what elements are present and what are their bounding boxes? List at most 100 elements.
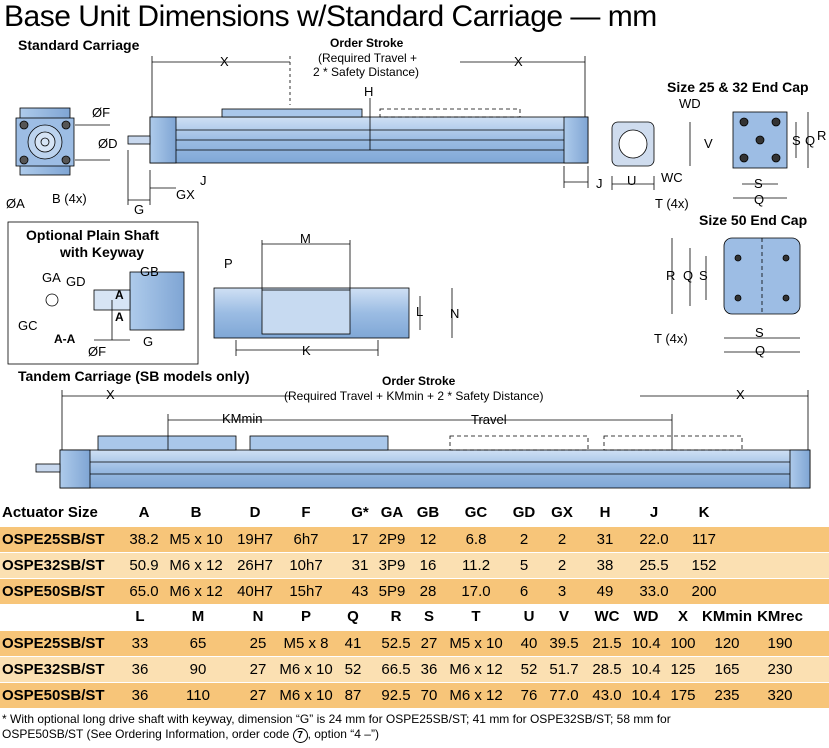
table1-cell: 2 (557, 531, 567, 548)
technical-drawing (7, 56, 811, 489)
table2-row: OSPE25SB/ST 33 65 25 M5 x 8 41 52.5 27 M… (0, 631, 829, 656)
table1-cell: 12 (419, 531, 437, 548)
table2-cell: 190 (767, 635, 793, 652)
table2-cell: 175 (670, 687, 696, 704)
table1-cell: 19H7 (237, 531, 273, 548)
table1-header-cell: GD (512, 504, 536, 521)
table2-header-cell: R (390, 608, 402, 625)
end-cap-25-32-heading: Size 25 & 32 End Cap (667, 79, 809, 95)
table1-header-cell: F (301, 504, 311, 521)
dim-p: P (224, 256, 233, 271)
tandem-order-stroke-sub: (Required Travel + KMmin + 2 * Safety Di… (284, 389, 544, 403)
table2-header-cell: X (677, 608, 689, 625)
table1-cell: 17 (351, 531, 369, 548)
table2-cell: 92.5 (381, 687, 411, 704)
table2-header-cell: T (471, 608, 481, 625)
table1-cell: 25.5 (639, 557, 669, 574)
dim-q-25-vert: Q (805, 133, 816, 148)
table1-cell: 11.2 (461, 557, 491, 574)
dim-g-shaft: G (143, 334, 154, 349)
table2-cell: 36 (131, 687, 149, 704)
table2-cell: 52 (520, 661, 538, 678)
table1-cell: 40H7 (237, 583, 273, 600)
table2-header: L M N P Q R S T U V WC WD X KMmin KMrec (0, 604, 829, 629)
table1-cell: 6.8 (465, 531, 487, 548)
table1-cell: 38.2 (129, 531, 159, 548)
dim-r-50: R (666, 268, 676, 283)
table2-cell: OSPE32SB/ST (2, 661, 105, 678)
order-code-badge: 7 (292, 728, 308, 743)
table2-cell: M6 x 10 (279, 687, 333, 704)
dim-x-tandem-right: X (736, 387, 745, 402)
table2-cell: 320 (767, 687, 793, 704)
table2-header-cell: KMmin (702, 608, 752, 625)
table2-cell: M5 x 10 (449, 635, 503, 652)
table2-header-cell: U (523, 608, 535, 625)
table1-cell: 6 (519, 583, 529, 600)
tandem-carriage-heading: Tandem Carriage (SB models only) (18, 368, 250, 384)
table2-header-cell: S (423, 608, 435, 625)
dim-f: ØF (92, 105, 111, 120)
table1-header-cell: H (599, 504, 611, 521)
table2-cell: 51.7 (549, 661, 579, 678)
table1-header-cell: GC (464, 504, 488, 521)
table1-header-cell: B (190, 504, 202, 521)
table1-cell: 3 (557, 583, 567, 600)
order-stroke-sub2: 2 * Safety Distance) (313, 65, 420, 79)
table1-cell: OSPE50SB/ST (2, 583, 105, 600)
dim-b: B (4x) (52, 191, 87, 206)
table2-cell: 28.5 (592, 661, 622, 678)
dim-gx: GX (176, 187, 195, 202)
table1-header-cell: D (249, 504, 261, 521)
table1-header-cell: J (649, 504, 659, 521)
table1-cell: 43 (351, 583, 369, 600)
table2-cell: 43.0 (592, 687, 622, 704)
dim-s-50-horiz: S (755, 325, 764, 340)
dim-j-right: J (596, 176, 603, 191)
table2-cell: 76 (520, 687, 538, 704)
table2-cell: M5 x 8 (283, 635, 329, 652)
dim-x-right: X (514, 54, 523, 69)
dim-j-left: J (200, 173, 207, 188)
table1-cell: 28 (419, 583, 437, 600)
section-marker-a-top: A (115, 288, 124, 302)
order-stroke-sub1: (Required Travel + (318, 51, 418, 65)
dim-x-left: X (220, 54, 229, 69)
dim-q-50: Q (683, 268, 694, 283)
table2-cell: 110 (186, 687, 210, 704)
table2-header-cell: M (191, 608, 205, 625)
table1-cell: 17.0 (461, 583, 491, 600)
table2-cell: 235 (714, 687, 740, 704)
dim-g: G (134, 202, 145, 217)
table1-header-cell: Actuator Size (2, 504, 98, 521)
footnote-line-2a: OSPE50SB/ST (See Ordering Information, o… (2, 727, 293, 741)
table1-cell: 65.0 (129, 583, 159, 600)
table1-cell: OSPE32SB/ST (2, 557, 105, 574)
dim-s-50: S (699, 268, 708, 283)
table2-cell: 90 (189, 661, 207, 678)
dim-ga: GA (42, 270, 61, 285)
table1-header-cell: G* (351, 504, 369, 521)
dim-d: ØD (98, 136, 118, 151)
table1-cell: 10h7 (289, 557, 323, 574)
table2-cell: 66.5 (381, 661, 411, 678)
table1-cell: 117 (692, 531, 716, 548)
dim-q-50-horiz: Q (755, 343, 766, 358)
dim-gb: GB (140, 264, 159, 279)
table2-header-cell: WC (594, 608, 620, 625)
table2-cell: OSPE25SB/ST (2, 635, 105, 652)
table2-cell: 41 (344, 635, 362, 652)
table2-cell: 33 (131, 635, 149, 652)
page-title: Base Unit Dimensions w/Standard Carriage… (4, 0, 657, 33)
table2-cell: 65 (189, 635, 207, 652)
table1-cell: 50.9 (129, 557, 159, 574)
travel-label: Travel (471, 412, 507, 427)
dim-q-25: Q (754, 192, 765, 207)
table1-cell: 6h7 (293, 531, 319, 548)
dim-v: V (704, 136, 713, 151)
table2-header-cell: N (252, 608, 264, 625)
standard-carriage-heading: Standard Carriage (18, 37, 140, 53)
dim-gc: GC (18, 318, 38, 333)
table1-cell: 200 (691, 583, 717, 600)
table1-header-cell: A (138, 504, 150, 521)
